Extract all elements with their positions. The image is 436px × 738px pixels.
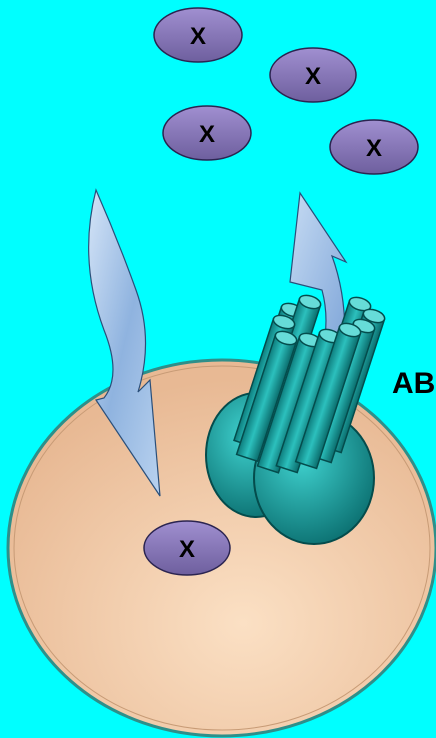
molecule-outside: X xyxy=(154,8,242,62)
molecule-outside: X xyxy=(163,106,251,160)
molecule-label: X xyxy=(366,135,382,162)
molecule-label: X xyxy=(179,536,195,563)
molecule-outside: X xyxy=(270,48,356,102)
molecule-outside: X xyxy=(330,120,418,174)
molecule-label: X xyxy=(199,121,215,148)
molecule-inside: X xyxy=(144,521,230,575)
molecule-label: X xyxy=(305,63,321,90)
pump-label: AB xyxy=(392,367,435,400)
molecule-label: X xyxy=(190,23,206,50)
